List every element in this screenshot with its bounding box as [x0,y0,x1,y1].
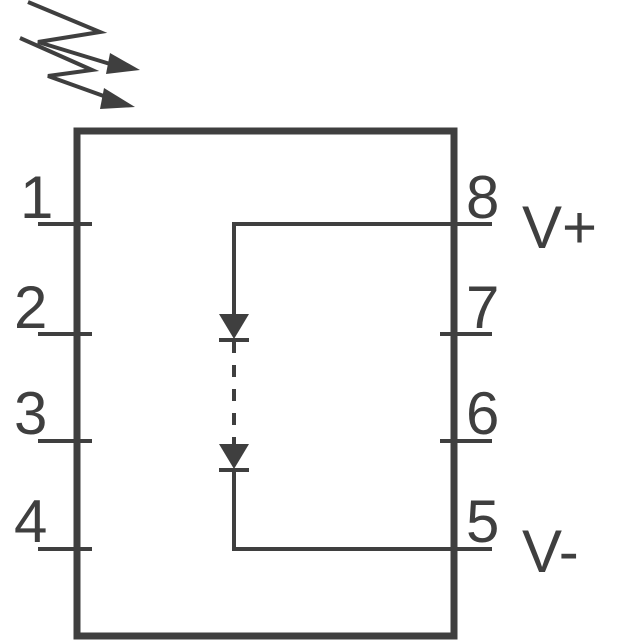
diode-lower-triangle [219,444,249,469]
package-body [73,127,458,640]
internal-circuit [219,222,440,551]
pin-number-7: 7 [466,274,499,341]
wire-pin8-to-diode [232,222,440,318]
diode-upper-triangle [219,314,249,339]
label-v-minus: V- [522,518,579,585]
label-v-plus: V+ [522,194,597,261]
left-pin-leads [38,222,92,551]
pin-number-5: 5 [466,488,499,555]
pin-number-2: 2 [14,274,47,341]
wire-diode-to-pin5 [232,470,440,551]
light-ray-upper-arrowhead [106,53,140,74]
pin-number-6: 6 [466,380,499,447]
right-pin-leads [440,222,492,551]
light-ray-lower-arrowhead [100,88,135,109]
light-rays-icon [19,0,140,109]
photodiode-icon [219,314,249,342]
pin-number-8: 8 [466,164,499,231]
pin-number-4: 4 [14,488,47,555]
photodiode-icon [219,444,249,472]
pin-number-1: 1 [20,164,53,231]
light-ray-upper [27,0,121,69]
pin-number-3: 3 [14,380,47,447]
light-ray-lower [19,36,113,101]
